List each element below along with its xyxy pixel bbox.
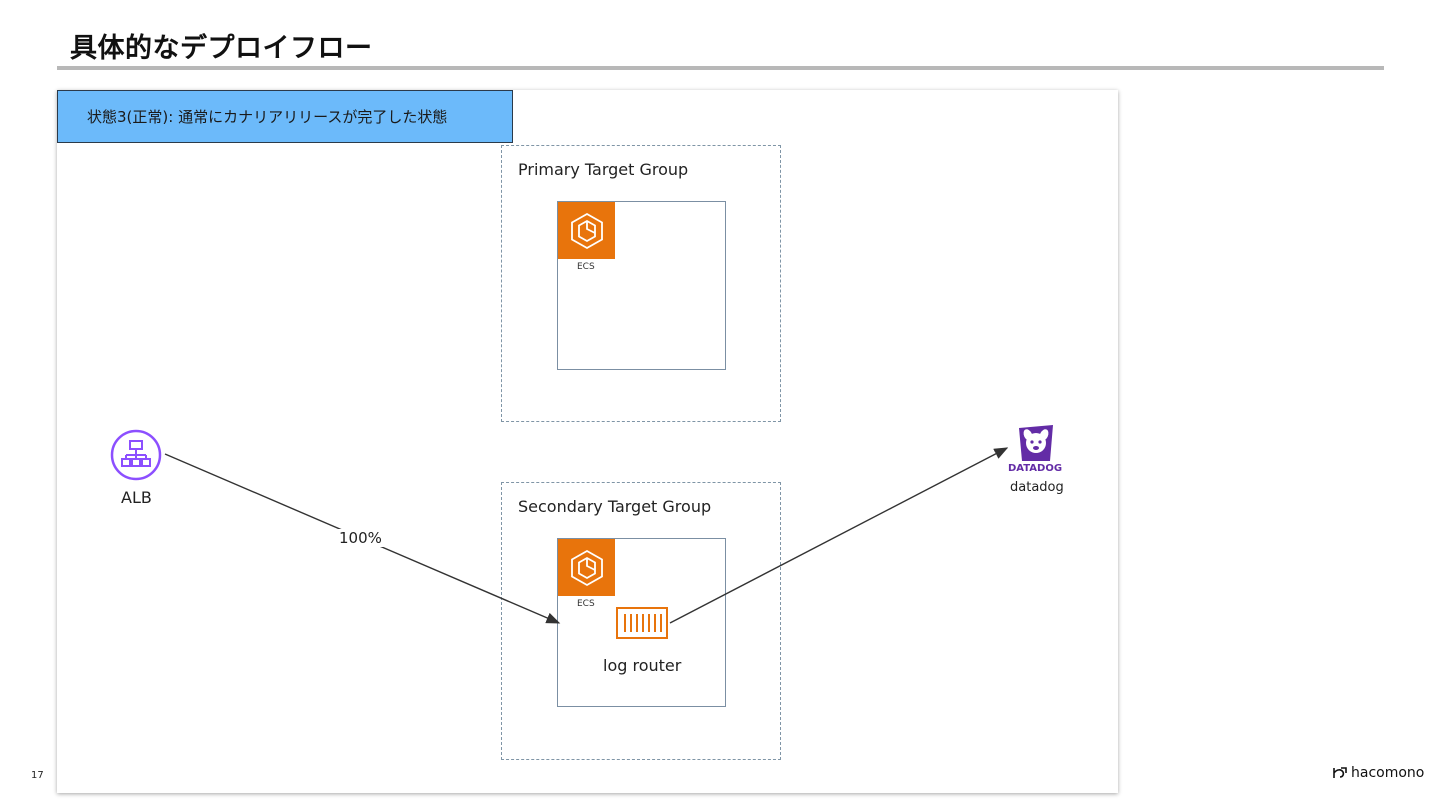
state-label-text: 状態3(正常): 通常にカナリアリリースが完了した状態 bbox=[87, 108, 448, 126]
primary-ecs-box: ECS bbox=[557, 201, 726, 370]
ecs-icon bbox=[570, 212, 603, 249]
datadog-label: datadog bbox=[1010, 480, 1064, 495]
slide-title: 具体的なデプロイフロー bbox=[70, 33, 373, 64]
load-balancer-icon bbox=[110, 429, 162, 481]
primary-target-group: Primary Target Group ECS bbox=[501, 145, 781, 422]
secondary-target-group: Secondary Target Group ECS log r bbox=[501, 482, 781, 760]
title-divider bbox=[57, 66, 1384, 70]
log-router-label: log router bbox=[603, 656, 682, 675]
page-number: 17 bbox=[31, 770, 44, 781]
log-router-icon bbox=[616, 607, 668, 639]
brand-text: hacomono bbox=[1351, 765, 1425, 781]
edge-label-100: 100% bbox=[337, 529, 384, 547]
secondary-group-title: Secondary Target Group bbox=[518, 497, 712, 516]
diagram-canvas: 状態3(正常): 通常にカナリアリリースが完了した状態 Primary Targ… bbox=[57, 90, 1118, 793]
hacomono-logo-icon bbox=[1333, 767, 1347, 778]
brand-logo: hacomono bbox=[1332, 765, 1424, 781]
secondary-ecs-box: ECS log router bbox=[557, 538, 726, 707]
state-label: 状態3(正常): 通常にカナリアリリースが完了した状態 bbox=[57, 90, 513, 143]
ecs-badge bbox=[558, 539, 615, 596]
ecs-icon bbox=[570, 549, 603, 586]
ecs-badge bbox=[558, 202, 615, 259]
edges-layer bbox=[164, 447, 1009, 624]
ecs-caption: ECS bbox=[577, 599, 595, 609]
ecs-caption: ECS bbox=[577, 262, 595, 272]
primary-group-title: Primary Target Group bbox=[518, 160, 689, 179]
alb-label: ALB bbox=[121, 488, 152, 507]
datadog-dog-icon bbox=[1019, 425, 1053, 461]
edge-router-to-datadog bbox=[669, 447, 1009, 624]
datadog-logo-text: DATADOG bbox=[1008, 463, 1063, 474]
